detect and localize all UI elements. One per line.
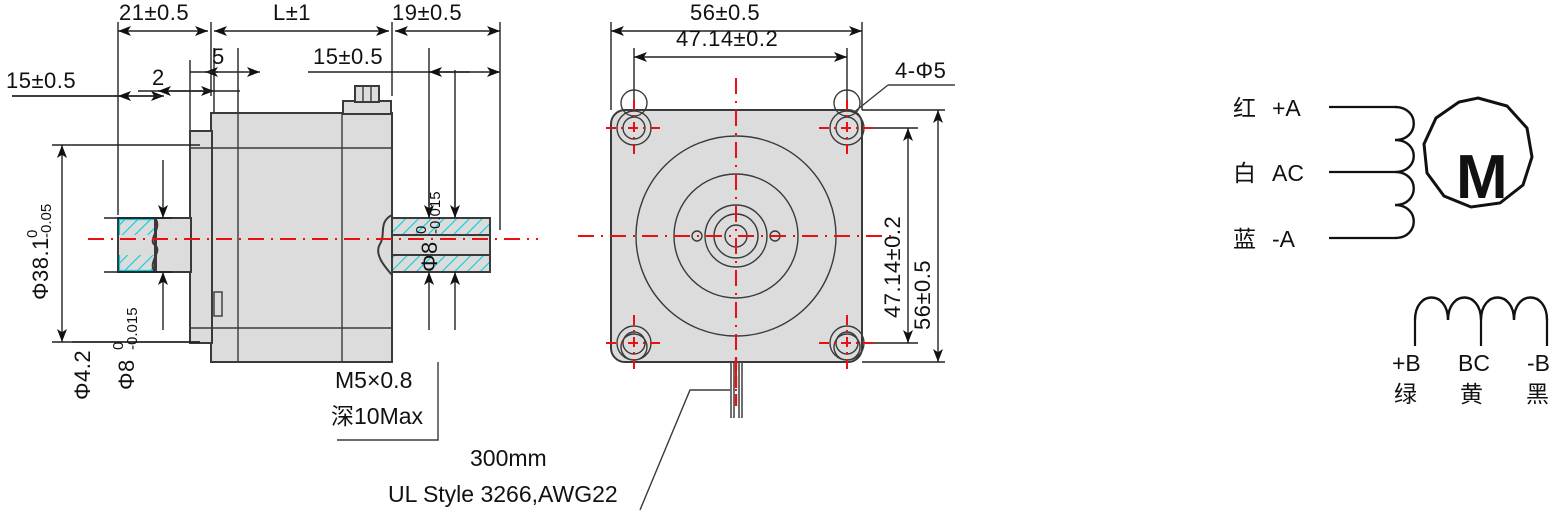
wire-terminal-minus-b: -B <box>1527 350 1550 376</box>
dim-shaft-left-tol-upper: 0 <box>110 342 127 350</box>
dim-front-width: 56±0.5 <box>611 0 862 36</box>
wire-color-yellow: 黄 <box>1460 381 1483 407</box>
dim-shaft-right-tol-upper: 0 <box>413 226 430 234</box>
dim-front-width-label: 56±0.5 <box>690 0 760 25</box>
dim-mount-hole-dia: Φ4.2 <box>70 341 200 400</box>
dim-shaft-flat-left: 15±0.5 <box>6 68 164 101</box>
wire-terminal-plus-b: +B <box>1392 350 1421 376</box>
wire-color-green: 绿 <box>1394 381 1417 407</box>
dim-shaft-left-tol-lower: -0.015 <box>124 307 141 350</box>
motor-face <box>578 78 896 394</box>
wire-terminal-minus-a: -A <box>1272 226 1296 252</box>
dim-shaft-dia-left: Φ8 0 -0.015 <box>104 160 172 390</box>
coil-phase-a <box>1394 105 1415 240</box>
wire-color-red: 红 <box>1233 95 1256 121</box>
dim-shaft-dia-right-label: Φ8 <box>417 241 442 272</box>
dim-shaft-length: 19±0.5 <box>392 0 462 25</box>
side-view-group: 21±0.5 L±1 19±0.5 15±0.5 2 5 15±0.5 <box>6 0 538 441</box>
dim-shaft-flat-left-label: 15±0.5 <box>6 68 76 93</box>
dim-bolt-circle-vertical-label: 47.14±0.2 <box>880 216 905 318</box>
dim-bolt-circle-vertical: 47.14±0.2 <box>880 128 913 343</box>
motor-body-side <box>189 85 393 363</box>
motor-cable <box>730 358 743 418</box>
cable-note: 300mm UL Style 3266,AWG22 <box>388 389 730 511</box>
wire-color-blue: 蓝 <box>1233 226 1256 252</box>
dim-pilot-diameter-label: Φ38.1 <box>28 237 53 300</box>
thread-note: M5×0.8 深10Max <box>331 362 439 441</box>
wire-terminal-bc: BC <box>1458 350 1490 376</box>
coil-phase-b <box>1413 296 1549 321</box>
dim-shaft-usable-label: 15±0.5 <box>313 44 383 69</box>
dim-bolt-circle-horizontal-label: 47.14±0.2 <box>676 26 778 51</box>
dim-step-2: 2 <box>152 65 165 90</box>
wire-terminal-ac: AC <box>1272 160 1304 186</box>
shaft-right <box>377 214 491 276</box>
motor-symbol-letter: M <box>1456 143 1508 212</box>
wire-terminal-plus-a: +A <box>1272 95 1301 121</box>
front-view-group: 56±0.5 47.14±0.2 47.14±0.2 56±0.5 4- <box>388 0 955 511</box>
shaft-left <box>117 217 192 273</box>
mount-holes-label: 4-Φ5 <box>895 58 946 83</box>
dim-front-height: 56±0.5 <box>910 110 943 362</box>
wiring-diagram-group: 红 +A 白 AC 蓝 -A M +B 绿 BC 黄 -B 黑 <box>1233 95 1550 407</box>
dim-pilot-tol-lower: -0.05 <box>38 204 55 238</box>
cable-length-label: 300mm <box>470 445 547 471</box>
dim-shaft-dia-left-label: Φ8 <box>114 359 139 390</box>
thread-note-line2: 深10Max <box>331 403 424 429</box>
thread-note-line1: M5×0.8 <box>335 367 412 393</box>
dim-front-boss: 21±0.5 <box>119 0 189 25</box>
dim-mount-hole-dia-label: Φ4.2 <box>70 350 95 400</box>
cable-spec-label: UL Style 3266,AWG22 <box>388 481 618 507</box>
dim-step-callouts: 2 5 <box>138 44 260 96</box>
shaft-right-hatch <box>393 219 489 271</box>
motor-symbol: M <box>1422 96 1534 212</box>
dim-pilot-tol-upper: 0 <box>24 230 41 238</box>
dim-shaft-right-tol-lower: -0.015 <box>427 191 444 234</box>
dim-bolt-circle-horizontal: 47.14±0.2 <box>634 26 847 62</box>
dim-row-top: 21±0.5 L±1 19±0.5 <box>118 0 500 36</box>
wire-color-white: 白 <box>1233 160 1256 186</box>
dim-shaft-dia-right: Φ8 0 -0.015 <box>413 160 460 330</box>
dim-step-5: 5 <box>212 44 225 69</box>
hole-crosshairs <box>606 100 875 371</box>
dim-shaft-usable: 15±0.5 <box>308 44 500 77</box>
dim-body-length: L±1 <box>273 0 311 25</box>
wire-color-black: 黑 <box>1526 381 1549 407</box>
dim-front-height-label: 56±0.5 <box>910 260 935 330</box>
